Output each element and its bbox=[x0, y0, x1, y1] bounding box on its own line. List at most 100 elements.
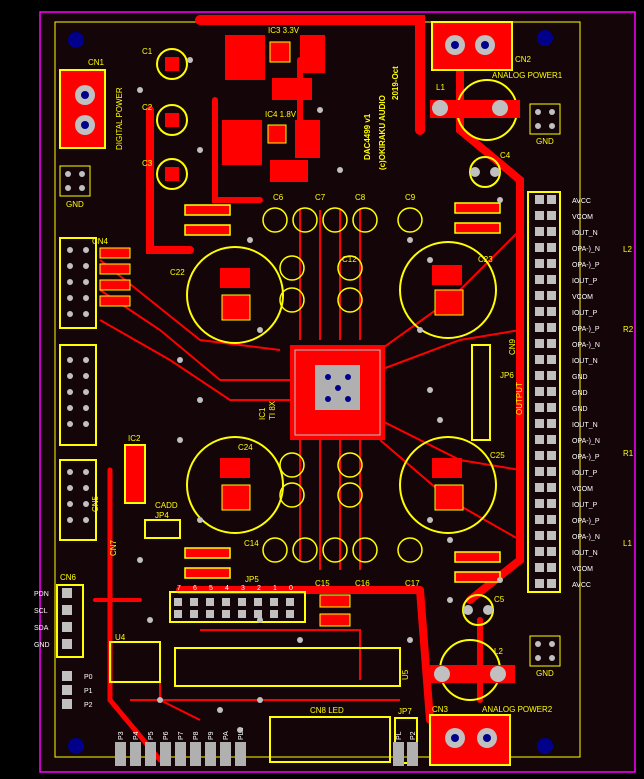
cn3-function-label: ANALOG POWER2 bbox=[482, 705, 553, 714]
jp5-pin bbox=[254, 610, 262, 618]
cn1-connector bbox=[59, 69, 106, 149]
right-pin-pad-b bbox=[547, 403, 556, 412]
c2-label: C2 bbox=[142, 103, 153, 112]
ic2-label: IC2 bbox=[128, 434, 141, 443]
jp5-pin bbox=[206, 610, 214, 618]
right-pin-label: AVCC bbox=[572, 198, 591, 205]
jp2-header bbox=[59, 344, 97, 446]
bottom-pin-label: P9 bbox=[208, 731, 215, 740]
via bbox=[437, 417, 443, 423]
right-pin-pad-a bbox=[535, 563, 544, 572]
jp5-bit-number: 0 bbox=[289, 585, 293, 592]
jp5-pin bbox=[222, 610, 230, 618]
right-pin-pad-a bbox=[535, 211, 544, 220]
jp5-bit-number: 5 bbox=[209, 585, 213, 592]
right-pin-label: VCOM bbox=[572, 294, 593, 301]
jp5-pin bbox=[174, 610, 182, 618]
ic3-label: IC3 3.3V bbox=[268, 26, 300, 35]
left-pin-label: P1 bbox=[84, 688, 93, 695]
right-pin-pad-b bbox=[547, 291, 556, 300]
right-pin-label: GND bbox=[572, 406, 588, 413]
via bbox=[177, 357, 183, 363]
right-pin-label: IOUT_P bbox=[572, 310, 598, 317]
via bbox=[187, 57, 193, 63]
right-pin-list: AVCCVCOMIOUT_NOPA-)_NOPA-)_PIOUT_PVCOMIO… bbox=[535, 195, 600, 589]
bottom-pin-label: P3 bbox=[118, 731, 125, 740]
right-pin-pad-a bbox=[535, 579, 544, 588]
via bbox=[427, 517, 433, 523]
right-pin-label: OPA-)_P bbox=[572, 518, 600, 525]
cn7-label: CN7 bbox=[109, 539, 118, 556]
jp5-pin bbox=[270, 598, 278, 606]
right-pin-pad-b bbox=[547, 547, 556, 556]
right-pin-pad-b bbox=[547, 483, 556, 492]
via bbox=[257, 327, 263, 333]
cn8-led-header bbox=[269, 716, 391, 763]
right-pin-label: OPA-)_P bbox=[572, 454, 600, 461]
gnd-header-left bbox=[59, 165, 91, 197]
ic1-label: IC1 bbox=[258, 407, 267, 420]
right-pin-pad-b bbox=[547, 211, 556, 220]
jp5-bit-number: 2 bbox=[257, 585, 261, 592]
right-pin-pad-a bbox=[535, 547, 544, 556]
via bbox=[237, 727, 243, 733]
via bbox=[447, 537, 453, 543]
right-pin-pad-a bbox=[535, 259, 544, 268]
via bbox=[197, 147, 203, 153]
cn1-function-label: DIGITAL POWER bbox=[115, 87, 124, 150]
right-pin-pad-a bbox=[535, 243, 544, 252]
top-cap-row bbox=[262, 207, 423, 563]
right-pin-pad-b bbox=[547, 531, 556, 540]
mount-hole-br bbox=[537, 738, 553, 754]
right-pin-pad-b bbox=[547, 259, 556, 268]
c2-capacitor bbox=[156, 104, 188, 136]
ic3-regulator-pad bbox=[225, 35, 265, 80]
bottom-pin-label: P2 bbox=[410, 731, 417, 740]
right-pin-pad-a bbox=[535, 435, 544, 444]
u5-chip bbox=[174, 647, 401, 687]
bottom-pin-pad bbox=[190, 742, 201, 766]
c17-label: C17 bbox=[405, 579, 420, 588]
jp5-pin bbox=[190, 610, 198, 618]
left-pin-label: SDA bbox=[34, 625, 49, 632]
c16-label: C16 bbox=[355, 579, 370, 588]
right-pin-pad-a bbox=[535, 531, 544, 540]
right-pin-label: OPA-)_N bbox=[572, 246, 600, 253]
left-pin-pad bbox=[62, 622, 72, 632]
right-pin-pad-b bbox=[547, 579, 556, 588]
bottom-pin-pad bbox=[220, 742, 231, 766]
right-pin-label: VCOM bbox=[572, 566, 593, 573]
jp5-label: JP5 bbox=[245, 575, 259, 584]
left-pin-label: GND bbox=[34, 642, 50, 649]
jp5-pin bbox=[174, 598, 182, 606]
left-pin-label: PDN bbox=[34, 591, 49, 598]
cn2-connector bbox=[431, 21, 513, 71]
right-pin-pad-b bbox=[547, 195, 556, 204]
left-pin-pad bbox=[62, 699, 72, 709]
right-pin-label: OPA-)_N bbox=[572, 534, 600, 541]
via bbox=[417, 327, 423, 333]
cn8-label: CN8 LED bbox=[310, 706, 344, 715]
right-pin-pad-a bbox=[535, 307, 544, 316]
cn1-label: CN1 bbox=[88, 58, 105, 67]
right-pin-pad-a bbox=[535, 403, 544, 412]
jp7-header bbox=[394, 717, 418, 764]
c23-capacitor bbox=[399, 241, 497, 339]
bottom-pin-pad bbox=[393, 742, 404, 766]
right-pin-pad-a bbox=[535, 371, 544, 380]
l1-label: L1 bbox=[436, 83, 445, 92]
bottom-pin-label: P5 bbox=[148, 731, 155, 740]
u4-label: U4 bbox=[115, 633, 126, 642]
jp7-label: JP7 bbox=[398, 707, 412, 716]
c5-label: C5 bbox=[494, 595, 505, 604]
channel-r1-label: R1 bbox=[623, 449, 634, 458]
cn5-header bbox=[59, 459, 97, 541]
gnd-label-left: GND bbox=[66, 200, 84, 209]
c6-label: C6 bbox=[273, 193, 284, 202]
jp5-pin bbox=[254, 598, 262, 606]
channel-l1-label: L1 bbox=[623, 539, 632, 548]
mount-hole-tr bbox=[537, 30, 553, 46]
c8-label: C8 bbox=[355, 193, 366, 202]
right-pin-pad-a bbox=[535, 499, 544, 508]
